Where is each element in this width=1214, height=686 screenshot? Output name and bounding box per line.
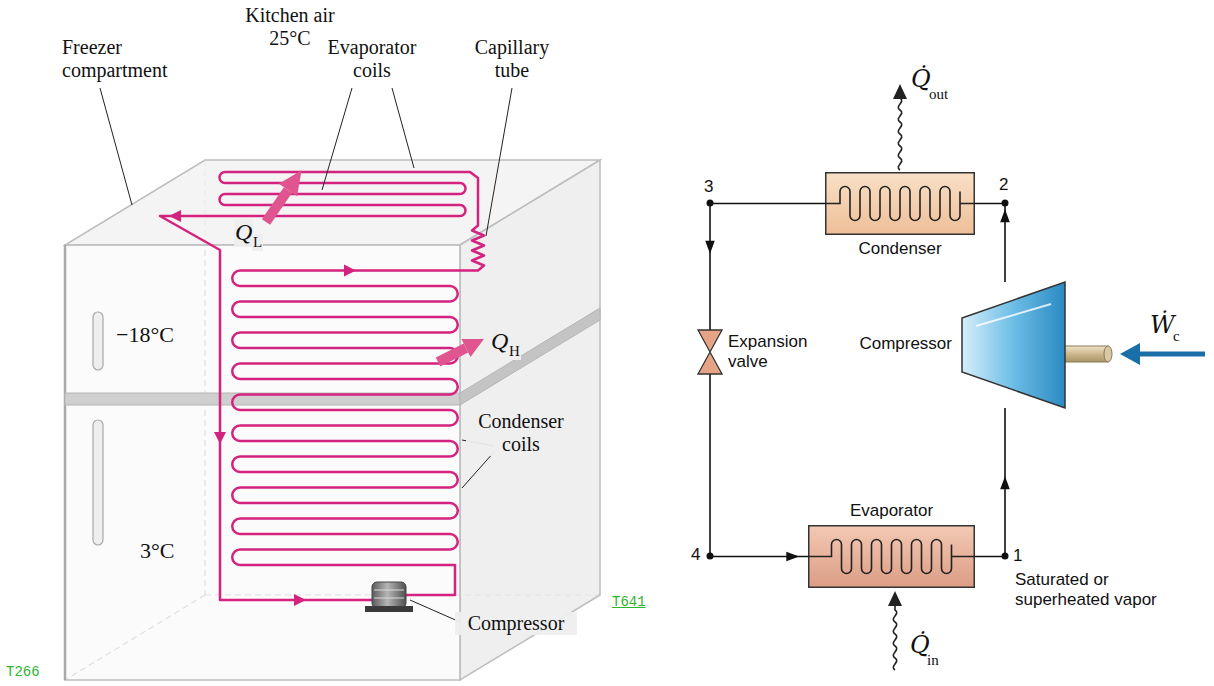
compressor-unit <box>365 582 413 612</box>
flow-line <box>710 204 825 331</box>
door-handle <box>93 312 103 370</box>
cabinet-front-edge <box>64 245 67 680</box>
highlight <box>976 304 1051 326</box>
arrowhead <box>1000 209 1010 222</box>
heat-symbol: Q <box>490 328 509 356</box>
figure-tag: T641 <box>612 594 646 610</box>
component-name: Condenser <box>825 239 975 259</box>
node-outline <box>808 525 975 588</box>
part-label: Freezer compartment <box>62 36 187 82</box>
leader-line <box>100 88 512 622</box>
arrowhead <box>705 241 715 254</box>
valve-body <box>698 330 722 374</box>
compartment-divider-side <box>460 308 600 405</box>
expansion-valve-symbol: Expansion valve <box>698 330 722 374</box>
flow-arrowheads <box>169 210 356 606</box>
figure-tag: T266 <box>6 664 40 680</box>
state-number: 4 <box>691 545 700 565</box>
heat-rate-subscript: out <box>929 86 948 103</box>
door-handle <box>93 420 103 545</box>
compressor-symbol: Compressor <box>962 282 1065 408</box>
state-number: 2 <box>999 175 1008 195</box>
temperature-label: −18°C <box>116 322 174 347</box>
refrigerant-tubing <box>160 172 484 600</box>
arrowhead <box>1000 476 1010 489</box>
component-name: Expansion valve <box>728 332 823 373</box>
heat-flow-arrow <box>266 170 302 222</box>
heat-rate-symbol: Q̇ <box>910 632 930 660</box>
state-point <box>707 200 1009 560</box>
cabinet-hidden-edges <box>65 160 600 680</box>
heat-symbol: Q <box>234 219 253 247</box>
part-label: Condenser coils <box>466 410 576 456</box>
heat-subscript: H <box>508 343 521 360</box>
state-number: 1 <box>1013 546 1022 566</box>
part-label: Evaporator coils <box>316 36 428 82</box>
heat-exchanger-shell <box>809 526 975 588</box>
heat-flow-arrow <box>438 339 484 362</box>
heat-exchanger-shell <box>826 173 975 235</box>
part-label: Capillary tube <box>464 36 560 82</box>
work-rate-symbol: Ẇ <box>1150 312 1175 340</box>
flow-line <box>975 204 1005 283</box>
evaporator-box: Evaporator <box>808 525 975 588</box>
heat-transfer-arrowhead <box>888 591 902 606</box>
flow-line <box>975 408 1005 557</box>
component-name: Evaporator <box>808 501 975 521</box>
heat-rate-symbol: Q̇ <box>911 66 931 94</box>
condenser-box: Condenser <box>825 172 975 235</box>
state-number: 3 <box>704 177 713 197</box>
coil-symbol <box>808 540 975 574</box>
flow-line <box>710 374 808 557</box>
arrowhead <box>786 552 799 562</box>
work-rate-subscript: c <box>1173 328 1180 345</box>
cabinet-front <box>65 245 460 680</box>
temperature-label: 3°C <box>140 538 174 563</box>
part-label: Compressor <box>455 612 577 635</box>
component-name: Compressor <box>859 334 952 354</box>
heat-rate-subscript: in <box>927 652 939 669</box>
node-outline <box>698 330 722 374</box>
work-input-arrow <box>1120 343 1205 365</box>
state-note: Saturated or superheated vapor <box>1015 570 1180 609</box>
compressor-body <box>962 282 1065 408</box>
heat-subscript: L <box>252 234 263 251</box>
coil-symbol <box>825 187 975 221</box>
node-outline <box>825 172 975 235</box>
node-outline <box>962 282 1065 408</box>
heat-transfer-arrowhead <box>893 84 907 99</box>
